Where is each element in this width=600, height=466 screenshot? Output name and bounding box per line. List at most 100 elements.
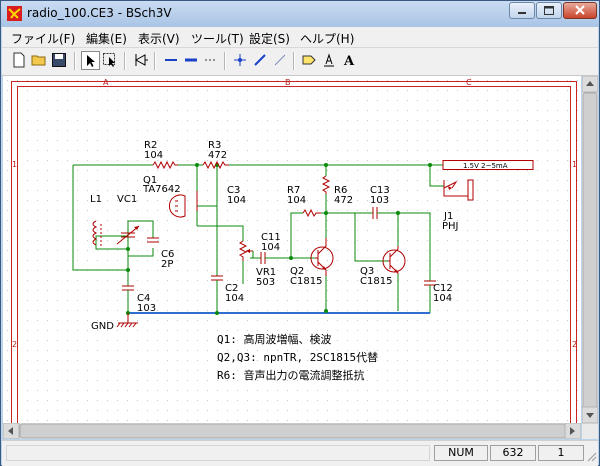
resistor-r2[interactable] [152,160,178,170]
scroll-right-icon[interactable] [570,427,575,435]
note-q2-q3: Q2,Q3: npnTR, 2SC1815代替 [217,350,378,364]
capacitor-c13[interactable] [372,207,384,219]
wire-tool-button[interactable] [162,51,181,70]
toolbar: A [2,48,598,76]
save-button[interactable] [50,51,69,70]
grid-label-a: A [103,78,109,87]
phone-jack-j1[interactable] [443,179,474,201]
svg-text:104: 104 [433,293,452,304]
svg-text:104: 104 [261,242,280,253]
variable-capacitor-vc1[interactable] [116,225,140,245]
tag-tool-button[interactable] [300,51,319,70]
svg-text:C3: C3 [227,185,240,196]
svg-text:104: 104 [144,150,163,161]
potentiometer-vr1[interactable] [238,240,248,261]
horizontal-scrollbar[interactable] [2,422,582,440]
bus-entry-icon [274,54,286,66]
menu-view[interactable]: 表示(V) [138,32,180,46]
grid-label-c: C [466,78,472,87]
schematic-drawing[interactable]: A B C A B C 1 2 1 2 [3,76,581,439]
minimize-icon [518,12,526,14]
capacitor-c4[interactable] [122,285,134,299]
menu-settings[interactable]: 設定(S) [249,32,290,46]
svg-text:C13: C13 [370,185,390,196]
grid-label-1-right: 1 [572,160,577,169]
window-title: radio_100.CE3 - BSch3V [27,6,172,20]
transistor-q3[interactable] [382,246,406,274]
schematic-canvas[interactable]: A B C A B C 1 2 1 2 [3,76,581,439]
svg-text:1.5V 2~5mA: 1.5V 2~5mA [463,162,508,170]
comment-tool-button[interactable]: A [340,51,359,70]
menu-tools[interactable]: ツール(T) [191,32,244,46]
component-tool-button[interactable] [132,51,151,70]
svg-text:C2: C2 [225,283,238,294]
svg-text:503: 503 [256,277,275,288]
svg-text:C6: C6 [161,249,174,260]
power-tag[interactable]: 1.5V 2~5mA [442,160,534,171]
dash-tool-button[interactable] [202,51,221,70]
svg-text:C4: C4 [137,293,150,304]
ic-q1-ta7642[interactable] [168,194,186,218]
svg-text:103: 103 [137,303,156,314]
bus-tool-button[interactable] [182,51,201,70]
coil-l1[interactable] [92,220,98,246]
comment-icon: A [343,54,355,68]
svg-text:VR1: VR1 [256,267,276,278]
svg-text:472: 472 [334,195,353,206]
ground-symbol [116,313,138,328]
label-tool-button[interactable] [320,51,339,70]
menu-help[interactable]: ヘルプ(H) [300,32,355,46]
transistor-q2[interactable] [310,238,334,276]
scroll-left-icon[interactable] [8,427,13,435]
select-arrow-icon [87,55,95,67]
vertical-scrollbar[interactable] [581,75,599,439]
resistor-r7[interactable] [302,208,321,218]
resize-grip-icon[interactable] [586,451,597,462]
scroll-up-icon[interactable] [586,81,594,86]
capacitor-c6[interactable] [147,237,159,243]
close-button[interactable] [563,2,597,19]
component-labels: R2 104 R3 472 Q1 TA7642 C3 104 R7 104 R6… [90,140,459,332]
open-folder-icon [31,55,46,66]
wires [72,164,444,313]
menu-edit[interactable]: 編集(E) [86,32,127,46]
horizontal-scroll-thumb[interactable] [19,423,566,439]
dash-icon [205,59,217,61]
drag-tool-button[interactable] [101,51,120,70]
bus-entry-tool-button[interactable] [271,51,290,70]
svg-text:C12: C12 [433,283,453,294]
menu-file[interactable]: ファイル(F) [11,32,76,46]
new-file-button[interactable] [10,51,29,70]
status-message [6,445,430,461]
capacitor-c12[interactable] [424,280,436,292]
svg-text:472: 472 [208,150,227,161]
capacitor-c11[interactable] [260,252,273,264]
toolbar-separator [74,52,76,70]
status-y: 1 [538,445,584,461]
minimize-button[interactable] [509,2,535,19]
note-r6: R6: 音声出力の電流調整抵抗 [217,368,365,382]
svg-text:Q3: Q3 [360,266,374,277]
new-file-icon [13,52,25,68]
open-folder-button[interactable] [30,51,49,70]
svg-text:PHJ: PHJ [442,221,459,232]
svg-text:VC1: VC1 [117,194,137,205]
svg-text:J1: J1 [443,211,453,222]
resistor-r6[interactable] [321,175,331,194]
maximize-button[interactable] [536,2,562,19]
scroll-down-icon[interactable] [586,413,594,418]
capacitor-c2[interactable] [211,275,223,287]
grid-label-1: 1 [12,160,17,169]
svg-text:Q2: Q2 [290,266,304,277]
note-q1: Q1: 高周波増幅、検波 [217,332,332,346]
entry-tool-button[interactable] [251,51,270,70]
resistor-r3[interactable] [202,160,229,170]
select-tool-button[interactable] [81,51,100,70]
maximize-icon [544,6,554,15]
svg-text:C1815: C1815 [290,276,322,287]
entry-icon [254,54,266,66]
toolbar-separator [293,52,295,70]
vertical-scroll-thumb[interactable] [582,92,598,414]
junction-tool-button[interactable] [231,51,250,70]
